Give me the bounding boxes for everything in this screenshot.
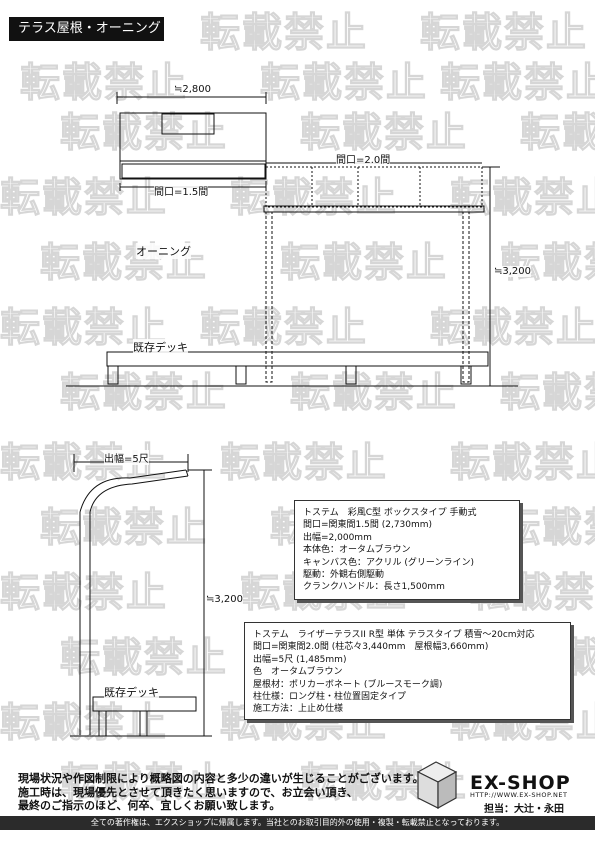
spec-line: 駆動：外観右側駆動 (303, 570, 385, 581)
awning-spec-box: トステム 彩風C型 ボックスタイプ 手動式 間口=関東間1.5間 (2,730m… (294, 500, 520, 600)
spec-line: トステム 彩風C型 ボックスタイプ 手動式 (303, 508, 477, 518)
side-deck-label: 既存デッキ (104, 684, 159, 700)
notes: 現場状況や作図制限により概略図の内容と多少の違いが生じることがございます。 施工… (18, 772, 424, 813)
top-deck-label: 既存デッキ (133, 339, 188, 355)
spec-line: 本体色：オータムブラウン (303, 545, 411, 556)
copyright-footer: 全ての著作権は、エクスショップに帰属します。当社とのお取引目的外の使用・複製・転… (0, 816, 595, 830)
spec-line: 柱仕様：ロング柱・柱位置固定タイプ (253, 692, 407, 703)
depth-dimension-label: 出幅=5尺 (104, 450, 149, 465)
terrace-opening-label: 間口=2.0間 (336, 151, 391, 166)
staff-label: 担当：大辻・永田 (484, 804, 564, 815)
awning-label: オーニング (136, 243, 191, 259)
spec-line: 施工方法：上止め仕様 (253, 704, 344, 715)
spec-line: 屋根材：ポリカーボネート (ブルースモーク調) (253, 679, 443, 690)
page-title: テラス屋根・オーニング (9, 17, 164, 41)
note-line: 施工時は、現場優先とさせて頂きたく思いますので、お立会い頂き、 (18, 785, 358, 799)
spec-line: キャンバス色：アクリル (グリーンライン) (303, 557, 474, 568)
spec-line: クランクハンドル：長さ1,500mm (303, 582, 445, 593)
awning-opening-label: 間口=1.5間 (154, 183, 209, 198)
terrace-spec-box: トステム ライザーテラスII R型 単体 テラスタイプ 積雪～20cm対応 間口… (244, 622, 571, 720)
top-height-label: ≒3,200 (494, 266, 532, 277)
spec-line: 間口=関東間2.0間 (柱芯々3,440mm 屋根幅3,660mm) (253, 642, 489, 653)
logo-url: HTTP://WWW.EX-SHOP.NET (470, 791, 568, 799)
logo-name: EX-SHOP (470, 772, 571, 794)
spec-line: トステム ライザーテラスII R型 単体 テラスタイプ 積雪～20cm対応 (253, 630, 535, 640)
side-height-label: ≒3,200 (206, 594, 244, 605)
spec-line: 出幅=2,000mm (303, 532, 372, 543)
width-dimension-label: ≒2,800 (174, 84, 212, 95)
spec-line: 出幅=5尺 (1,485mm) (253, 654, 347, 665)
spec-line: 間口=関東間1.5間 (2,730mm) (303, 520, 433, 531)
spec-line: 色 オータムブラウン (253, 667, 343, 678)
note-line: 現場状況や作図制限により概略図の内容と多少の違いが生じることがございます。 (18, 772, 424, 785)
note-line: 最終のご指示のほど、何卒、宜しくお願い致します。 (18, 799, 281, 812)
